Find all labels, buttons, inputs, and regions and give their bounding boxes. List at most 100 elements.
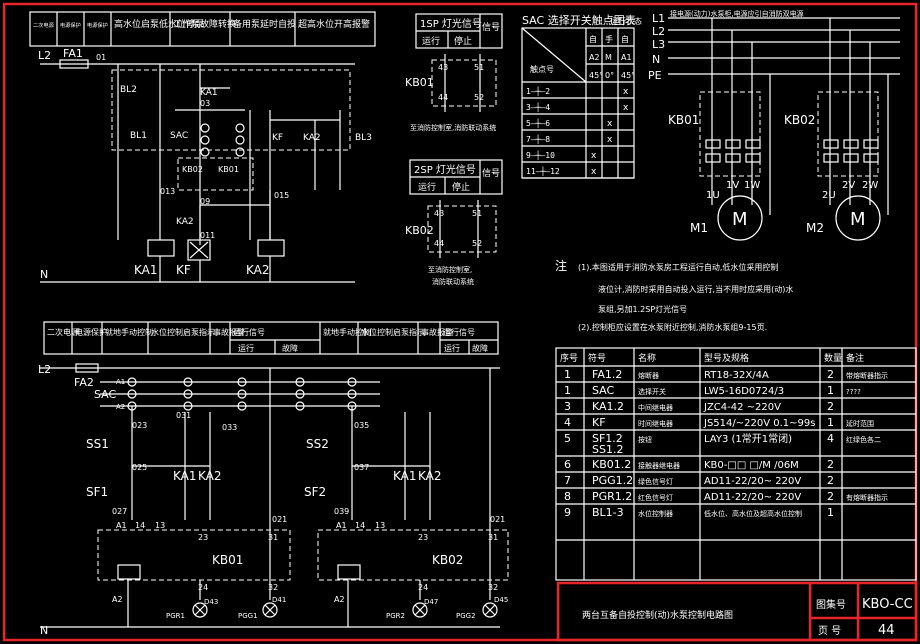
motor-m2-symbol: M bbox=[850, 209, 866, 230]
label-wire-037: 037 bbox=[354, 463, 369, 472]
label-n32-right: 32 bbox=[488, 583, 498, 592]
sp1-n52: 52 bbox=[474, 93, 484, 102]
label-wire-021-right: 021 bbox=[490, 515, 505, 524]
bottom-sub-cell: 故障 bbox=[472, 343, 488, 353]
parts-row-symbol-2: SS1.2 bbox=[592, 443, 623, 456]
parts-row-name: 接触器继电器 bbox=[638, 461, 680, 470]
label-a2: A2 bbox=[116, 403, 125, 411]
parts-row-no: 8 bbox=[564, 490, 571, 503]
top-header-frame bbox=[29, 11, 376, 47]
sac-table-subtitle: 运行状态 bbox=[610, 16, 642, 26]
label-n-top: N bbox=[40, 268, 48, 281]
power-note: 接电源(动力)水泵柜,电源应引自消防双电源 bbox=[670, 9, 804, 18]
sac-contact-mark: x bbox=[591, 151, 597, 161]
kb01-starter bbox=[699, 91, 761, 177]
sp2-n43: 43 bbox=[434, 209, 444, 218]
top-header-cell: 工作泵故障转换 bbox=[173, 18, 236, 30]
parts-row-symbol: PGG1.2 bbox=[592, 474, 633, 487]
label-2v: 2V bbox=[842, 180, 855, 191]
label-n24-left: 24 bbox=[198, 583, 208, 592]
label-pgr1: PGR1 bbox=[166, 612, 185, 620]
label-wire-033: 033 bbox=[222, 423, 237, 432]
parts-row-symbol: PGR1.2 bbox=[592, 490, 632, 503]
bus-n: N bbox=[652, 53, 660, 66]
power-kb02: KB02 bbox=[784, 113, 815, 127]
parts-row-spec: KB0-□□ □/M /06M bbox=[704, 460, 799, 471]
label-n24-right: 24 bbox=[418, 583, 428, 592]
sp1-note: 至消防控制室,消防联动系统 bbox=[410, 123, 496, 132]
label-2u: 2U bbox=[822, 190, 836, 201]
sac-head-cell: 45° bbox=[621, 71, 635, 80]
bottom-sub-cell: 故障 bbox=[282, 343, 298, 353]
parts-header-cell: 数量 bbox=[824, 352, 842, 364]
fuse-fa1 bbox=[59, 59, 89, 69]
label-kb01-a1: A1 bbox=[116, 521, 127, 530]
label-coil-ka2: KA2 bbox=[246, 263, 270, 277]
sp2-signal: 信号 bbox=[482, 167, 500, 179]
label-ka2-contact: KA2 bbox=[303, 133, 321, 143]
kb02-starter bbox=[817, 91, 879, 177]
parts-row-note: 带熔断器指示 bbox=[846, 371, 888, 380]
label-n31-right: 31 bbox=[488, 533, 498, 542]
label-1w: 1W bbox=[744, 180, 760, 191]
parts-row-spec: LAY3 (1常开1常闭) bbox=[704, 432, 792, 445]
signal-block-1sp: 1SP 灯光信号 运行 停止 信号 KB01 43 51 44 52 至消防控制… bbox=[405, 13, 503, 132]
sac-head-cell: A1 bbox=[621, 53, 632, 62]
label-1u: 1U bbox=[706, 190, 720, 201]
sp1-kb01: KB01 bbox=[405, 76, 434, 89]
parts-row-symbol: KB01.2 bbox=[592, 458, 631, 471]
top-control-circuit: 二次电源电源保护电源保护高水位启泵低水位停泵工作泵故障转换备用泵延时自投超高水位… bbox=[29, 11, 376, 283]
sac-head-cell: 自 bbox=[589, 34, 597, 44]
top-header-cell: 电源保护 bbox=[87, 21, 108, 29]
label-wire-03: 03 bbox=[200, 99, 210, 108]
parts-row-spec: AD11-22/20~ 220V bbox=[704, 476, 801, 487]
page-number: 44 bbox=[878, 623, 895, 638]
parts-row-note: 延时范围 bbox=[846, 419, 874, 428]
sp1-n51: 51 bbox=[474, 63, 484, 72]
label-bl3: BL3 bbox=[355, 133, 372, 143]
label-l2-top: L2 bbox=[38, 49, 51, 62]
sac-contact-label: 1—┼—2 bbox=[526, 86, 550, 96]
top-header-cell: 超高水位开高报警 bbox=[298, 18, 370, 30]
lamp-pgg2 bbox=[482, 602, 498, 618]
note-1c: 泵组,另加1.2SP灯光信号 bbox=[598, 304, 687, 314]
bottom-header-cell: 二次电源 bbox=[47, 327, 79, 337]
lamp-pgg1 bbox=[262, 602, 278, 618]
bottom-header-cell: 事故报警 bbox=[421, 327, 453, 337]
label-n14-right: 14 bbox=[355, 521, 365, 530]
bus-l1: L1 bbox=[652, 12, 665, 25]
label-wire-09: 09 bbox=[200, 197, 210, 206]
label-n13-right: 13 bbox=[375, 521, 385, 530]
label-ka2-nc: KA2 bbox=[176, 217, 194, 227]
label-kb02-a1: A1 bbox=[336, 521, 347, 530]
label-sf1: SF1 bbox=[86, 485, 108, 499]
parts-row-name: 时间继电器 bbox=[638, 419, 673, 428]
label-wire-021-left: 021 bbox=[272, 515, 287, 524]
bl-level-sensor-box bbox=[111, 69, 351, 151]
label-pgg2: PGG2 bbox=[456, 612, 476, 620]
sac-rowhead: 触点号 bbox=[530, 64, 554, 74]
parts-row-symbol: BL1-3 bbox=[592, 506, 624, 519]
parts-row-name: 按钮 bbox=[638, 435, 652, 444]
sac-head-cell: 自 bbox=[621, 34, 629, 44]
bottom-header-cell: 水位控制启泵指示 bbox=[151, 327, 215, 337]
sac-contact-label: 3—┼—4 bbox=[526, 102, 550, 112]
label-wire-025: 025 bbox=[132, 463, 147, 472]
signal-block-2sp: 2SP 灯光信号 运行 停止 信号 KB02 43 51 44 52 至消防控制… bbox=[405, 159, 503, 286]
parts-header-cell: 名称 bbox=[638, 352, 656, 364]
label-bl1: BL1 bbox=[130, 131, 147, 141]
drawing-title: 两台互备自投控制(动)水泵控制电路图 bbox=[582, 609, 733, 621]
drawing-no-label: 图集号 bbox=[816, 598, 846, 611]
title-block: 两台互备自投控制(动)水泵控制电路图 图集号 KBO-CC 页 号 44 bbox=[556, 581, 918, 642]
parts-row-qty: 1 bbox=[827, 416, 834, 429]
label-1v: 1V bbox=[726, 180, 739, 191]
bottom-sub-cell: 运行 bbox=[444, 343, 460, 353]
label-pgr2: PGR2 bbox=[386, 612, 405, 620]
label-sac-top: SAC bbox=[170, 131, 188, 141]
sp2-note1: 至消防控制室, bbox=[428, 265, 472, 274]
sp2-n44: 44 bbox=[434, 239, 444, 248]
label-bl2: BL2 bbox=[120, 85, 137, 95]
